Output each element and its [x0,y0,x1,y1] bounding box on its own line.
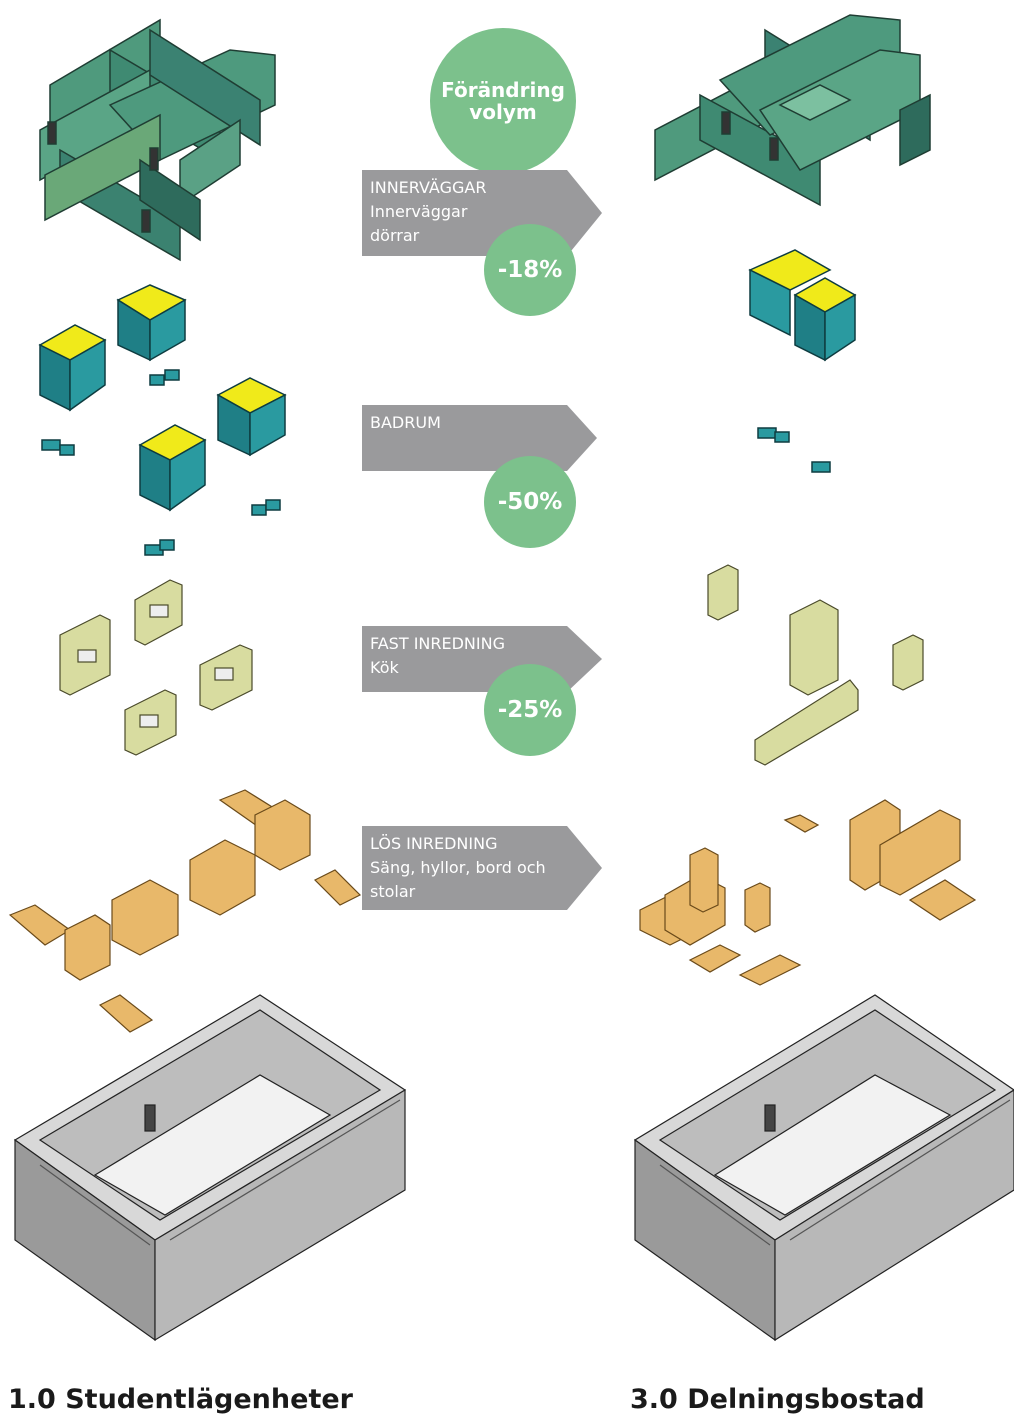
kitchens-left [59,579,253,756]
furniture-right [639,799,977,986]
inner-walls-left [39,18,276,262]
caption-student-apartments: 1.0 Studentlägenheter [8,1384,353,1415]
header-line1: Förändring [441,78,565,102]
building-left [13,994,407,1342]
inner-walls-right [654,14,931,207]
furniture-left [8,789,362,1033]
category-arrow-loose-furnishing: LÖS INREDNING Säng, hyllor, bord och sto… [362,826,602,910]
category-title: FAST INREDNING [370,634,505,653]
change-badge-bathroom: -50% [484,456,576,548]
arrow-shape [362,405,597,471]
change-volume-header: Förändring volym [430,28,576,174]
category-subtitle: Innerväggar [370,202,468,221]
arrow-shape [362,826,602,910]
change-badge-inner-walls: -18% [484,224,576,316]
bathrooms-left [38,284,287,556]
category-title: LÖS INREDNING [370,834,498,853]
category-title: BADRUM [370,413,441,432]
category-title: INNERVÄGGAR [370,178,487,197]
category-subtitle: Kök [370,658,399,677]
category-subtitle: Säng, hyllor, bord och [370,858,546,877]
kitchens-right [707,564,924,766]
category-subtitle: dörrar [370,226,420,245]
header-line2: volym [469,100,537,124]
caption-shared-housing: 3.0 Delningsbostad [630,1384,925,1415]
category-subtitle: stolar [370,882,416,901]
building-right [633,994,1014,1342]
category-arrow-bathroom: BADRUM [362,405,602,471]
bathrooms-right [748,249,857,473]
change-badge-fixed-furnishing: -25% [484,664,576,756]
